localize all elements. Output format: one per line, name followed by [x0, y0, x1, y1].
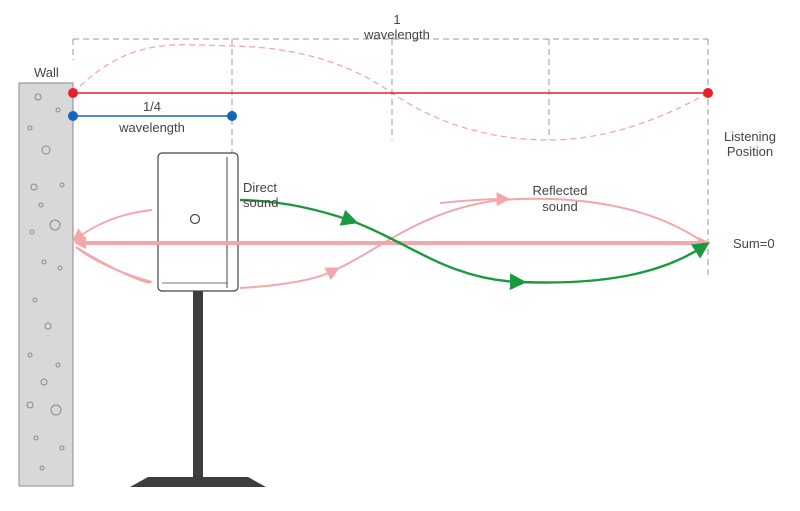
full-wavelength-start-dot: [68, 88, 78, 98]
listening-label-line2: Position: [727, 144, 773, 159]
wavelength-label-number: 1: [393, 12, 400, 27]
speaker-driver-icon: [189, 213, 201, 225]
quarter-wavelength-start-dot: [68, 111, 78, 121]
wavelength-label-word: wavelength: [363, 27, 430, 42]
listening-label-line1: Listening: [724, 129, 776, 144]
reflected-paths: [71, 192, 701, 289]
quarter-label-number: 1/4: [143, 99, 161, 114]
wall: [18, 82, 74, 487]
direct-label-line2: sound: [243, 195, 278, 210]
sum-label: Sum=0: [733, 236, 775, 251]
reflected-label-line2: sound: [542, 199, 577, 214]
speaker-stand: [130, 290, 266, 487]
direct-sound-path-start: [239, 198, 359, 226]
reflected-label-line1: Reflected: [533, 183, 588, 198]
direct-sound-path-end: [519, 242, 710, 284]
quarter-wavelength-end-dot: [227, 111, 237, 121]
direct-sound-path-middle: [351, 219, 527, 291]
full-wavelength-end-dot: [703, 88, 713, 98]
wall-texture: [26, 93, 65, 471]
speaker: [157, 152, 239, 292]
direct-label-line1: Direct: [243, 180, 277, 195]
quarter-label-word: wavelength: [118, 120, 185, 135]
wall-label: Wall: [34, 65, 59, 80]
sum-line-left-arrow: [74, 237, 86, 249]
